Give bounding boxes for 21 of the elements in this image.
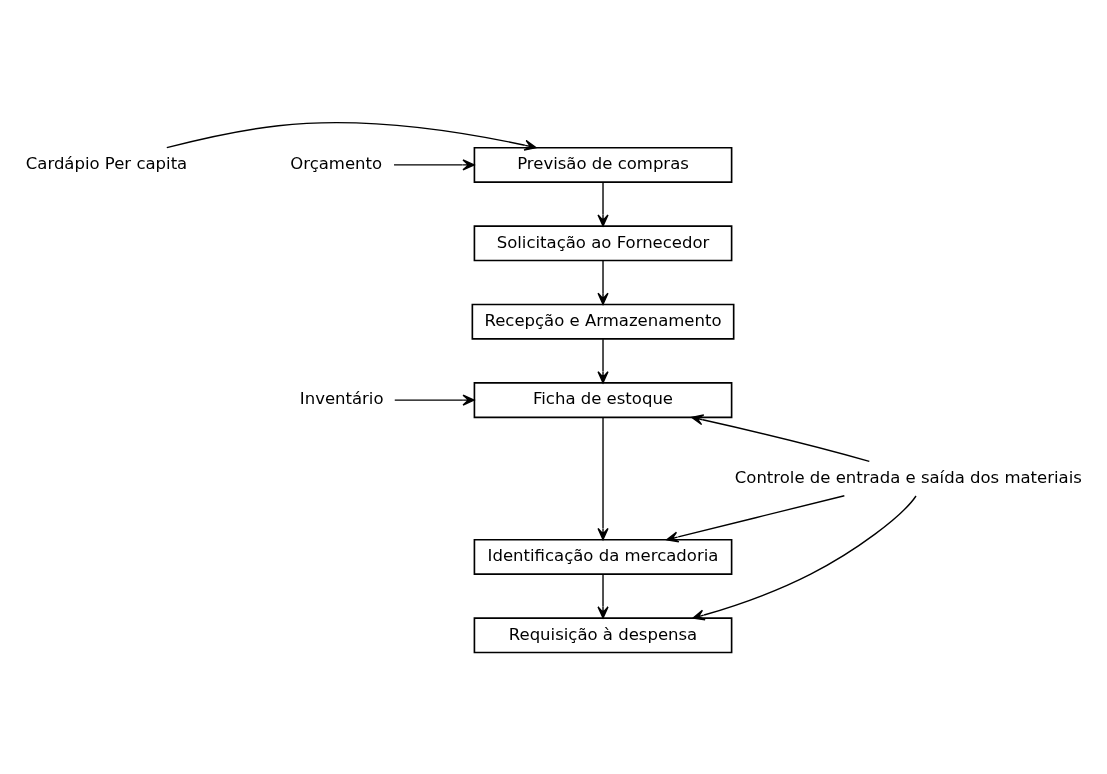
node-box: Ficha de estoque [473,381,733,418]
node-box: Solicitação ao Fornecedor [473,224,733,261]
arrow [597,573,609,619]
arrow [394,393,475,406]
node-text: Orçamento [290,153,383,173]
arrow [166,121,537,151]
arrow [597,259,609,305]
node-text: Inventário [299,388,384,408]
arrow [597,337,609,383]
arrow [691,413,870,462]
node-box: Previsão de compras [473,146,733,183]
node-text: Cardápio Per capita [25,153,188,173]
node-box: Requisição à despensa [473,616,733,653]
arrow [666,494,846,543]
arrow [597,416,609,540]
node-box: Recepção e Armazenamento [471,303,735,340]
node-box: Identificação da mercadoria [473,538,733,575]
node-text: Controle de entrada e saída dos materiais [734,467,1082,487]
arrow [597,181,609,227]
arrow [692,494,917,621]
arrow [393,158,475,171]
